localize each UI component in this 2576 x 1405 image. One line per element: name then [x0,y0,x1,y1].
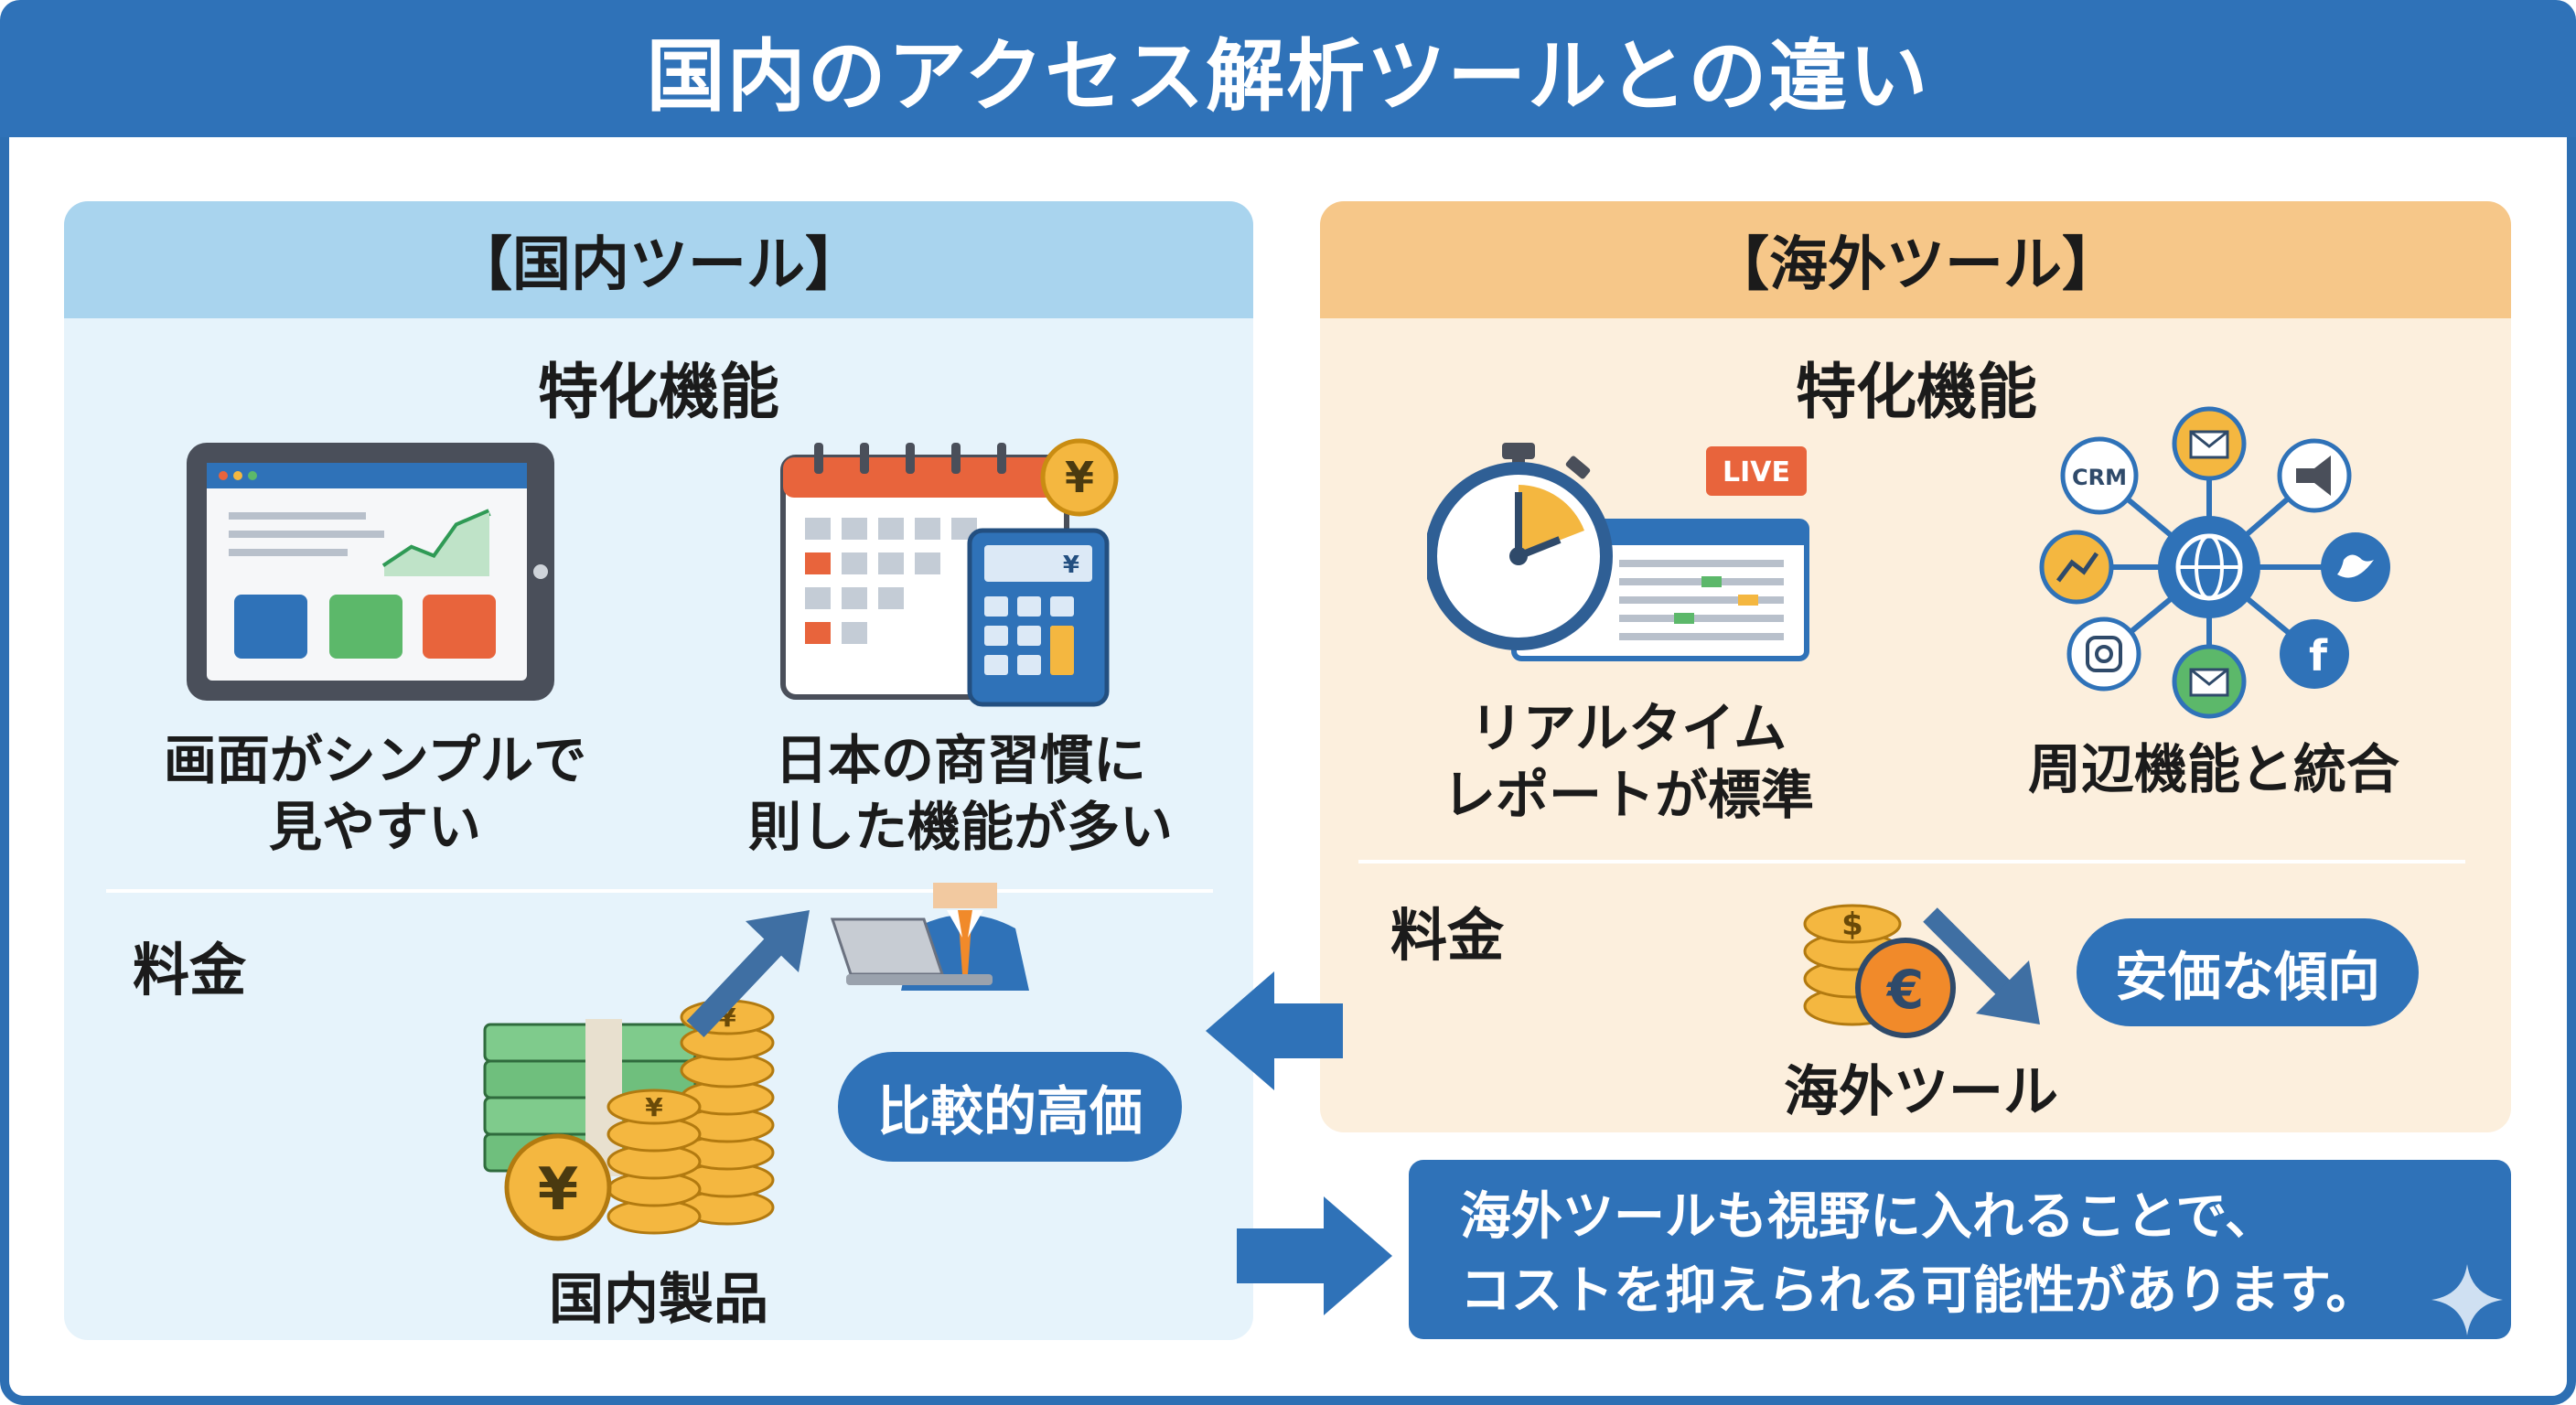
svg-text:¥: ¥ [645,1092,663,1122]
tablet-dashboard-icon [187,443,554,701]
overseas-feature-1-caption: リアルタイム レポートが標準 [1390,695,1866,828]
caption-line: 日本の商習慣に [774,729,1146,791]
svg-text:¥: ¥ [1063,552,1079,579]
live-badge: LIVE [1723,456,1790,488]
right-flow-arrow-icon [1237,1196,1392,1315]
overseas-price-bubble: 安価な傾向 [2077,918,2419,1026]
caption-line: 画面がシンプルで [163,729,587,791]
page-title: 国内のアクセス解析ツールとの違い [646,30,1930,123]
overseas-price-label: 料金 [1390,902,1505,969]
integration-network-icon: CRM f [2039,406,2390,719]
conclusion-line: 海外ツールも視野に入れることで、 [1460,1187,2277,1247]
caption-line: 周辺機能と統合 [2027,738,2399,800]
svg-text:$: $ [1841,906,1863,943]
domestic-product-label: 国内製品 [549,1268,768,1332]
conclusion-box: 海外ツールも視野に入れることで、 コストを抑えられる可能性があります。 [1409,1160,2511,1339]
domestic-divider [106,889,1213,893]
domestic-price-label: 料金 [133,937,247,1003]
caption-line: 見やすい [268,795,481,858]
left-flow-arrow-icon [1206,971,1343,1090]
caption-line: リアルタイム [1469,697,1787,759]
title-bar: 国内のアクセス解析ツールとの違い [0,0,2576,137]
svg-text:f: f [2309,631,2328,681]
domestic-features-title: 特化機能 [538,357,779,427]
caption-line: レポートが標準 [1442,763,1814,826]
overseas-features-title: 特化機能 [1796,357,2037,427]
crm-node-label: CRM [2072,465,2127,490]
conclusion-line: コストを抑えられる可能性があります。 [1460,1261,2377,1322]
overseas-divider [1358,860,2465,863]
businessman-laptop-icon [830,883,1029,991]
up-arrow-icon [686,910,810,1037]
domestic-panel-header: 【国内ツール】 [64,201,1253,318]
sparkle-icon [2431,1264,2503,1335]
down-arrow-icon [1923,907,2040,1024]
overseas-price-bubble-text: 安価な傾向 [2114,946,2380,1008]
money-stack-yen-coins-icon: ¥ ¥ ¥ [483,999,775,1241]
calendar-calculator-yen-icon: ¥ ¥ [780,438,1119,707]
svg-text:€: € [1885,959,1924,1021]
domestic-price-bubble: 比較的高価 [838,1052,1182,1162]
domestic-price-bubble-text: 比較的高価 [876,1080,1143,1142]
svg-text:¥: ¥ [538,1156,579,1224]
domestic-feature-2-caption: 日本の商習慣に 則した機能が多い [704,727,1217,860]
svg-text:¥: ¥ [1065,453,1094,502]
domestic-feature-1-caption: 画面がシンプルで 見やすい [119,727,631,860]
overseas-product-label: 海外ツール [1784,1060,2058,1124]
overseas-feature-2-caption: 周辺機能と統合 [1976,736,2452,803]
stopwatch-live-report-icon: LIVE [1427,443,1809,661]
caption-line: 則した機能が多い [747,795,1173,858]
dollar-euro-coins-icon: $ € [1803,904,1956,1038]
overseas-panel-header: 【海外ツール】 [1320,201,2511,318]
